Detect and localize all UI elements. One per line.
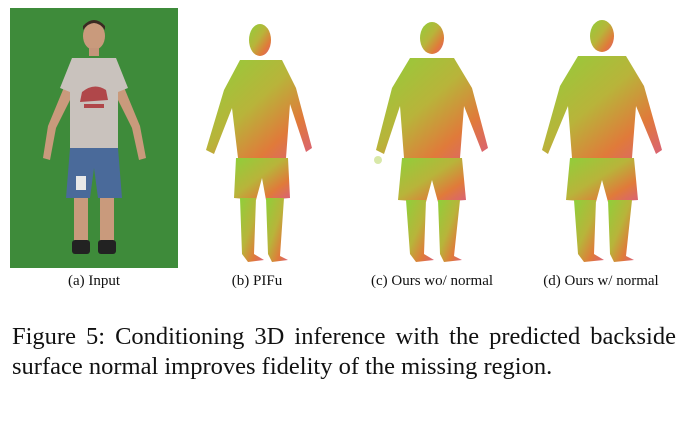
figure-caption: Figure 5: Conditioning 3D inference with…: [12, 323, 676, 380]
ours-wo-normal-mesh-render: [374, 22, 488, 262]
ours-w-normal-result-panel: [526, 8, 676, 268]
subcaption-ours-wo-normal: (c) Ours wo/ normal: [370, 273, 494, 289]
input-photo-panel: [10, 8, 178, 268]
ours-wo-normal-result-panel: [362, 8, 502, 268]
pifu-mesh-render: [206, 24, 312, 262]
input-person-image: [43, 20, 146, 254]
pifu-result-panel: [192, 8, 322, 268]
subcaption-input: (a) Input: [67, 273, 121, 289]
subcaption-ours-w-normal: (d) Ours w/ normal: [543, 273, 659, 289]
subcaption-pifu: (b) PIFu: [231, 273, 283, 289]
ours-w-normal-mesh-render: [542, 20, 662, 262]
